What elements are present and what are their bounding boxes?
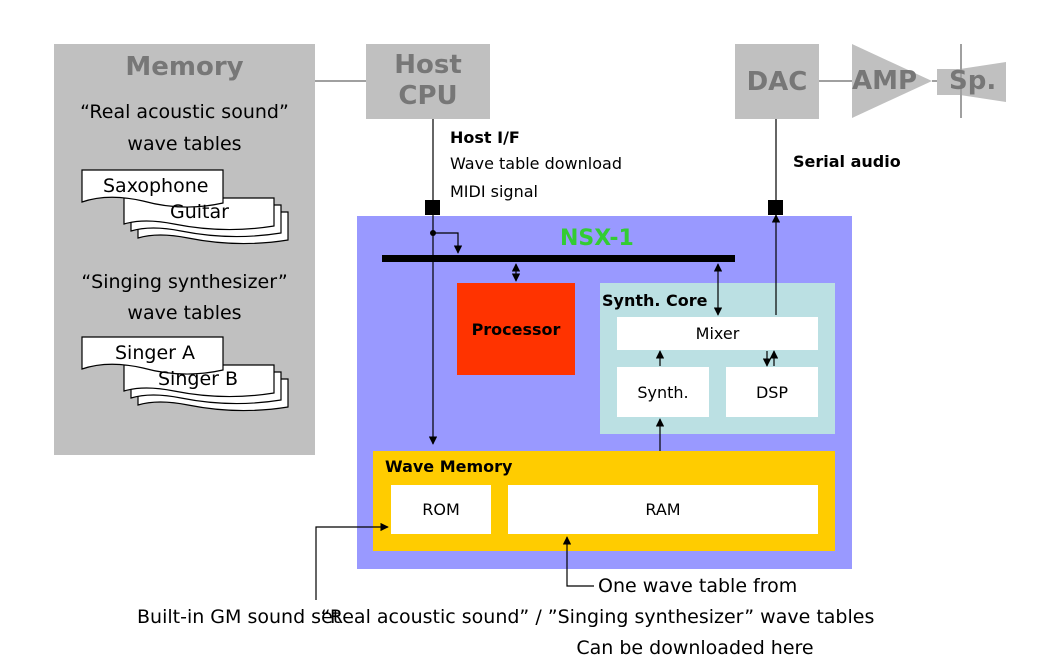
internal-bus — [382, 255, 735, 262]
chip-name: NSX-1 — [560, 226, 634, 251]
serial-audio-pin — [768, 200, 783, 215]
speaker-cone — [960, 62, 1006, 102]
wave-table-item-guitar: Guitar — [170, 201, 229, 223]
gm-sound-set-note: Built-in GM sound set — [137, 606, 341, 628]
wave-table-item-singer-a: Singer A — [115, 342, 195, 364]
host-cpu-box: Host CPU — [366, 44, 490, 119]
speaker-body — [937, 69, 960, 95]
download-note-line2: “Real acoustic sound” / ”Singing synthes… — [320, 606, 875, 628]
synth-core-title: Synth. Core — [602, 291, 708, 310]
amp-label: AMP — [852, 66, 918, 96]
processor-block: Processor — [457, 283, 575, 375]
real-heading-line1: “Real acoustic sound” — [80, 101, 289, 123]
serial-audio-label: Serial audio — [793, 152, 901, 171]
host-if-line2: MIDI signal — [450, 182, 538, 201]
wave-memory-title: Wave Memory — [385, 457, 513, 476]
wave-table-item-singer-b: Singer B — [158, 368, 239, 390]
host-if-title: Host I/F — [450, 128, 520, 147]
host-cpu-line2: CPU — [398, 81, 458, 111]
amp-triangle — [852, 44, 932, 118]
synth-block: Synth. — [617, 367, 709, 417]
singing-wave-table-stack — [81, 336, 289, 412]
memory-title: Memory — [125, 52, 244, 82]
wave-memory-block: Wave Memory ROM RAM — [373, 451, 835, 551]
download-note-line1: One wave table from — [598, 575, 798, 597]
rom-block: ROM — [391, 485, 491, 534]
singing-heading-line1: “Singing synthesizer” — [81, 271, 288, 293]
gm-callout-line — [315, 522, 389, 600]
host-if-pin — [425, 200, 440, 215]
host-cpu-line1: Host — [394, 50, 462, 80]
host-if-line1: Wave table download — [450, 154, 622, 173]
real-wave-table-stack — [81, 169, 289, 245]
speaker-label: Sp. — [949, 66, 997, 96]
dsp-block: DSP — [726, 367, 818, 417]
ram-block: RAM — [508, 485, 818, 534]
download-callout-line — [562, 536, 594, 587]
real-heading-line2: wave tables — [127, 133, 242, 155]
mixer-block: Mixer — [617, 317, 818, 350]
host-to-bus-arrow — [433, 232, 463, 254]
singing-heading-line2: wave tables — [127, 302, 242, 324]
download-note-line3: Can be downloaded here — [576, 637, 814, 659]
dac-box: DAC — [735, 44, 819, 119]
wave-table-item-saxophone: Saxophone — [103, 175, 209, 197]
